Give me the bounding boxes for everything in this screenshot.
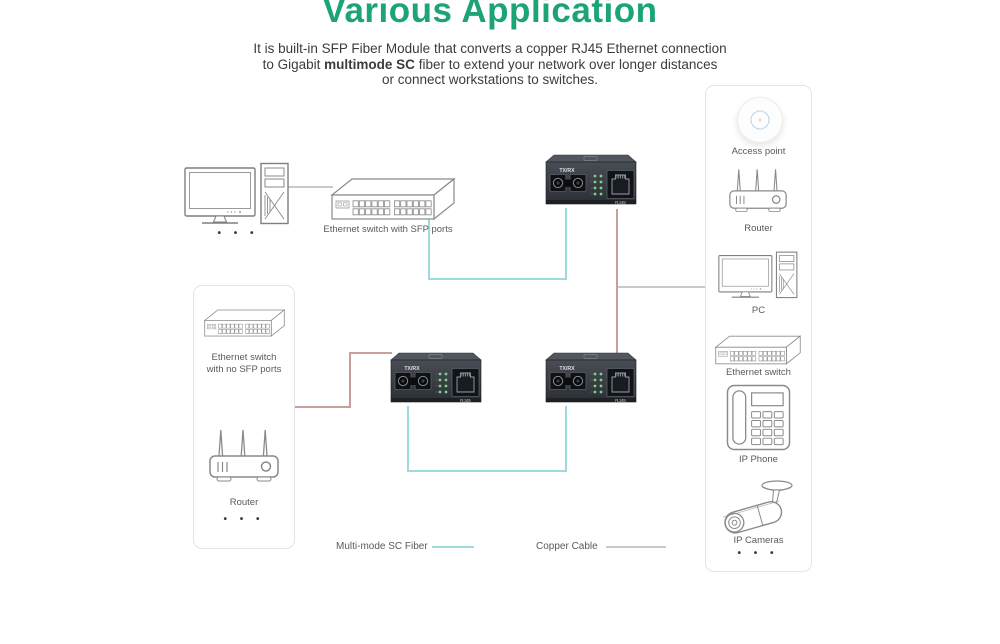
fiber-line-right-converter-down [565,406,567,472]
description-line2: to Gigabit multimode SC fiber to extend … [262,56,718,72]
workstation-icon [183,162,293,228]
legend-fiber-label: Multi-mode SC Fiber [336,541,428,552]
media-converter-top [544,154,638,208]
fiber-line-top-converter-up [565,208,567,280]
copper-line-converter-to-panel [618,286,706,288]
panel-label-access-point: Access point [731,146,786,157]
copper-line-leftbox-v [349,352,351,408]
description: It is built-in SFP Fiber Module that con… [130,41,850,88]
panel-ip-camera-icon [716,478,800,536]
leftbox-ellipsis: • • • [223,514,265,525]
sfp-switch-label: Ethernet switch with SFP ports [323,224,453,235]
copper-line-leftbox-h1 [293,406,351,408]
right-device-panel: Access point Router PC Ethernet switch I… [705,85,812,572]
panel-ellipsis: • • • [737,548,779,559]
access-point-ring [750,110,770,130]
panel-label-ip-cameras: IP Cameras [733,535,784,546]
fiber-line-switch-down [428,217,430,280]
panel-router-icon [728,166,788,214]
description-line3: or connect workstations to switches. [381,72,599,87]
left-device-box: Ethernet switch with no SFP ports Router… [193,285,295,549]
copper-line-converter-chain [616,209,618,355]
copper-line-leftbox-h2 [349,352,392,354]
copper-line-workstation-to-switch [287,186,333,188]
access-point-icon [737,97,783,143]
legend-copper-label: Copper Cable [536,541,598,552]
leftbox-router-icon [208,426,280,484]
sfp-switch-icon [328,176,458,222]
description-line1: It is built-in SFP Fiber Module that con… [253,41,727,56]
panel-label-router: Router [744,223,773,234]
workstation-ellipsis: • • • [217,228,259,239]
fiber-line-mid-converter-down [407,406,409,472]
fiber-line-bottom-across [407,470,567,472]
media-converter-bottom [544,352,638,406]
media-converter-middle [389,352,483,406]
panel-switch-icon [713,334,803,366]
panel-label-ip-phone: IP Phone [739,454,778,465]
page-title: Various Application [322,0,658,30]
leftbox-router-label: Router [229,497,259,508]
fiber-line-switch-across [428,278,567,280]
panel-ip-phone-icon [726,384,791,451]
legend-fiber-line [432,546,474,548]
panel-pc-icon [717,251,801,301]
access-point-dot [758,118,762,122]
legend-copper-line [606,546,666,548]
panel-label-switch: Ethernet switch [726,367,791,378]
panel-label-pc: PC [751,305,766,316]
noSFP-switch-icon [202,308,287,338]
noSFP-switch-label: Ethernet switch with no SFP ports [206,352,282,375]
